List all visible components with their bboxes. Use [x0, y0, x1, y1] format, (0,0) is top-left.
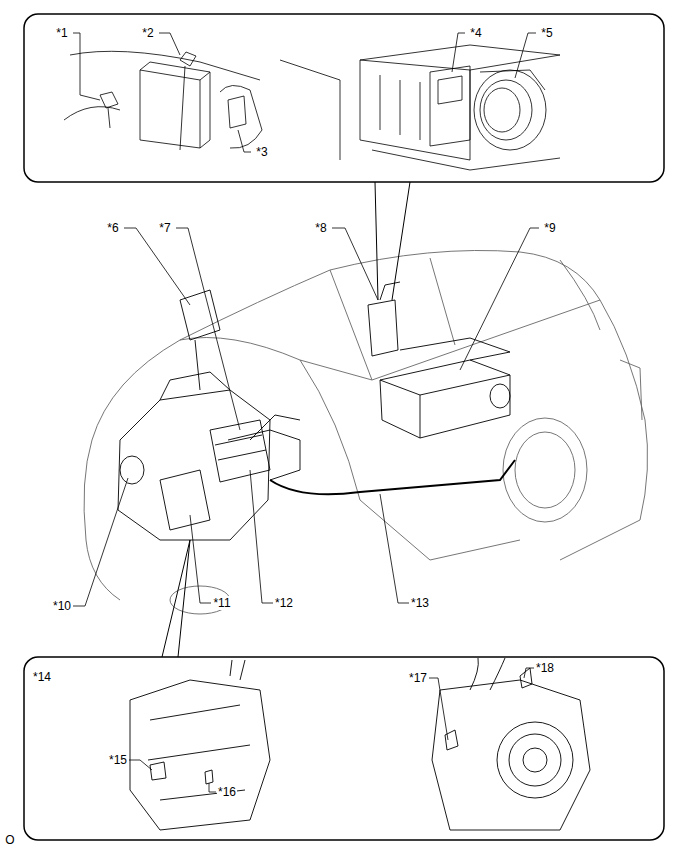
power-cable	[270, 460, 515, 494]
panel-pointer	[375, 182, 410, 300]
panel-pointer	[162, 540, 190, 657]
callout-number: *7	[158, 221, 171, 235]
car-body	[84, 250, 648, 614]
callout-number: *18	[535, 661, 555, 675]
callout-number: *6	[106, 221, 119, 235]
callout-number: *1	[55, 26, 68, 40]
callout-number: *9	[543, 221, 556, 235]
callout-number: *10	[52, 599, 72, 613]
figure-code: O	[4, 833, 15, 847]
transaxle-detail	[130, 658, 590, 830]
callout-number: *5	[540, 26, 553, 40]
callout-number: *13	[410, 596, 430, 610]
callout-number: *14	[32, 670, 52, 684]
callout-number: *11	[212, 596, 231, 610]
leader-lines	[73, 33, 539, 792]
callout-number: *16	[217, 785, 237, 799]
hv-battery	[368, 282, 510, 438]
engine-transaxle	[118, 290, 300, 540]
callout-number: *2	[141, 26, 154, 40]
hv-battery-detail	[360, 45, 560, 170]
callout-number: *8	[314, 221, 327, 235]
callout-number: *15	[108, 753, 128, 767]
detail-panel	[24, 657, 664, 840]
callout-number: *17	[408, 671, 428, 685]
battery-area	[64, 51, 340, 160]
callout-number: *3	[255, 145, 268, 159]
callout-number: *12	[274, 596, 294, 610]
callout-number: *4	[469, 26, 482, 40]
detail-panel	[24, 14, 664, 182]
